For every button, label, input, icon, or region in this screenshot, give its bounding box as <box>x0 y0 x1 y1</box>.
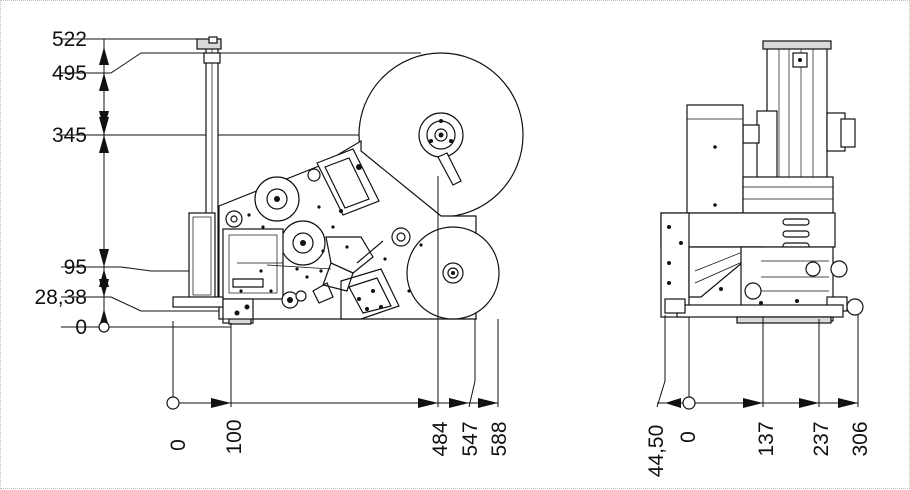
dim-label-28-38: 28,38 <box>34 286 87 309</box>
dim-label-484: 484 <box>429 421 452 456</box>
dim-label-306: 306 <box>849 421 872 456</box>
side-view-machine <box>660 40 864 324</box>
dim-label-44-50: 44,50 <box>645 425 668 478</box>
dim-label-547: 547 <box>459 421 482 456</box>
dim-label-0-side: 0 <box>677 431 700 443</box>
front-horizontal-dimensions: 0 100 484 547 588 <box>166 176 511 457</box>
dim-label-100: 100 <box>223 419 246 454</box>
dim-label-137: 137 <box>755 421 778 456</box>
dim-label-0-vertical: 0 <box>75 316 87 339</box>
dim-label-95: 95 <box>64 256 87 279</box>
dim-label-522: 522 <box>52 28 87 51</box>
dim-label-345: 345 <box>52 124 87 147</box>
side-horizontal-dimensions: 44,50 0 137 237 306 <box>645 315 872 477</box>
dim-label-588: 588 <box>488 421 511 456</box>
dim-label-495: 495 <box>52 62 87 85</box>
dim-label-0-front: 0 <box>167 439 190 451</box>
dim-label-237: 237 <box>810 421 833 456</box>
front-view-machine <box>172 36 524 325</box>
